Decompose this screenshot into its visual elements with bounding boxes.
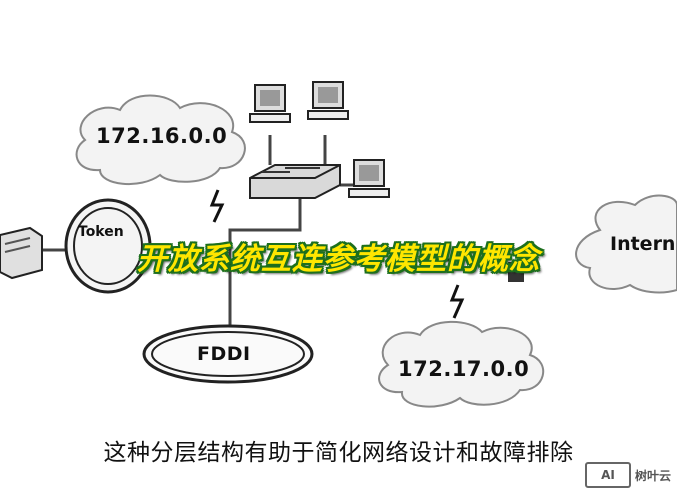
video-subtitle: 这种分层结构有助于简化网络设计和故障排除 [103,440,574,466]
cloud-shape [75,94,246,186]
fddi-ring-icon [142,324,314,384]
token-ring-label: Token [78,224,124,240]
token-ring-icon [73,207,143,285]
switch-icon [249,164,341,199]
switch-icon [262,167,320,173]
internet-label: Intern [610,233,676,255]
cloud-shape [575,194,677,294]
watermark-logo-icon: AI [584,462,631,488]
fddi-ring-icon [151,331,305,377]
computer-icon [348,159,390,198]
token-ring-icon [64,198,152,294]
switch-icon [250,164,341,179]
network-label-172-16: 172.16.0.0 [96,124,228,148]
network-label-172-17: 172.17.0.0 [398,357,530,381]
connection-lines [40,135,460,330]
computer-icon [249,84,291,123]
fddi-label: FDDI [197,343,251,365]
computer-icon [307,81,349,120]
video-headline: 开放系统互连参考模型的概念 [137,242,540,277]
router-to-fddi-line [228,197,302,330]
watermark-name: 树叶云 [634,468,671,483]
serial-link-icon [209,189,225,223]
router-icon [508,262,524,282]
server-icon [0,226,43,280]
cloud-shape [378,320,545,408]
watermark: AI 树叶云 [584,462,671,488]
serial-link-icon [449,284,465,319]
